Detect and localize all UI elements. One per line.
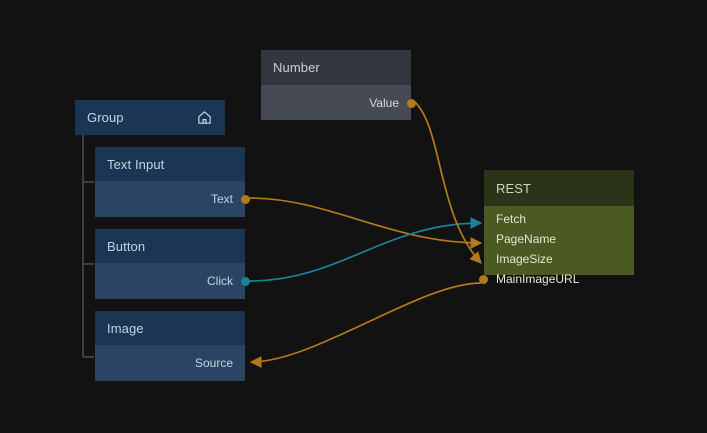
port-row-source[interactable]: Source (95, 353, 245, 373)
port-label-fetch: Fetch (496, 212, 527, 226)
node-group-header[interactable]: Group (75, 100, 225, 135)
group-tree-bracket (82, 135, 94, 358)
port-label-source: Source (194, 356, 233, 370)
port-row-value[interactable]: Value (261, 93, 416, 113)
node-rest-body: Fetch PageName ImageSize MainImageURL (479, 206, 634, 286)
node-rest-header[interactable]: REST (484, 170, 634, 206)
port-row-mainimageurl[interactable]: MainImageURL (479, 269, 634, 289)
port-label-mainimageurl: MainImageURL (496, 272, 580, 286)
node-group[interactable]: Group (75, 100, 225, 135)
port-text-output[interactable] (241, 195, 250, 204)
node-text-input-title: Text Input (107, 156, 165, 172)
home-icon[interactable] (196, 109, 213, 126)
node-number-body: Value (261, 85, 416, 120)
port-label-value: Value (369, 96, 399, 110)
port-label-click: Click (207, 274, 233, 288)
node-text-input-header[interactable]: Text Input (95, 147, 245, 181)
port-row-pagename[interactable]: PageName (484, 229, 634, 249)
port-row-imagesize[interactable]: ImageSize (484, 249, 634, 269)
node-image[interactable]: Image Source (95, 311, 245, 381)
port-value-output[interactable] (407, 99, 416, 108)
node-number-title: Number (273, 60, 320, 75)
node-image-body: Source (95, 345, 245, 381)
port-click-output[interactable] (241, 277, 250, 286)
node-button-header[interactable]: Button (95, 229, 245, 263)
node-image-title: Image (107, 320, 144, 336)
edge-mainimageurl-to-source (249, 282, 482, 368)
port-row-fetch[interactable]: Fetch (484, 209, 634, 229)
port-row-text[interactable]: Text (95, 189, 250, 209)
node-number[interactable]: Number Value (261, 50, 416, 120)
node-button[interactable]: Button Click (95, 229, 250, 299)
port-label-pagename: PageName (496, 232, 557, 246)
node-button-title: Button (107, 238, 146, 254)
node-rest-title: REST (496, 180, 532, 196)
port-row-click[interactable]: Click (95, 271, 250, 291)
node-image-header[interactable]: Image (95, 311, 245, 345)
edge-value-to-imagesize (414, 101, 482, 264)
port-mainimageurl-output[interactable] (479, 275, 488, 284)
edge-click-to-fetch (248, 217, 483, 282)
node-text-input-body: Text (95, 181, 250, 217)
node-button-body: Click (95, 263, 250, 299)
node-text-input[interactable]: Text Input Text (95, 147, 250, 217)
node-number-header[interactable]: Number (261, 50, 411, 85)
edge-text-to-pagename (248, 197, 483, 249)
node-group-title: Group (87, 110, 124, 125)
port-label-text: Text (210, 192, 233, 206)
port-label-imagesize: ImageSize (496, 252, 553, 266)
node-rest[interactable]: REST Fetch PageName ImageSize MainImageU… (479, 170, 634, 286)
